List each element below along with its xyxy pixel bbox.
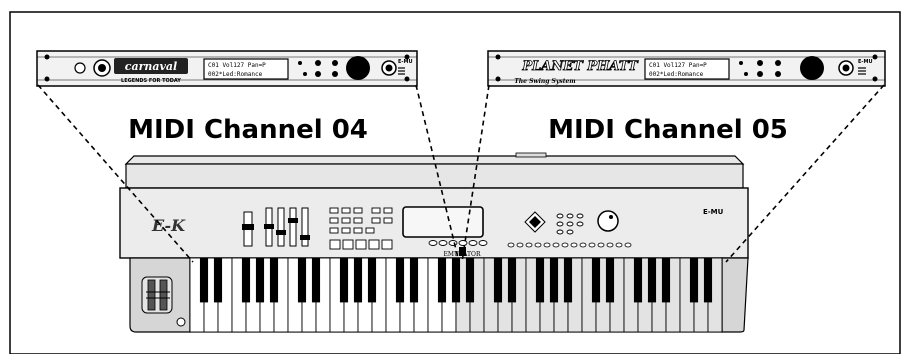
module-button-icon — [757, 60, 763, 66]
module-button-icon — [303, 72, 307, 76]
data-wheel-icon — [598, 211, 618, 231]
rack-screw-icon — [496, 55, 501, 60]
black-key — [550, 258, 558, 302]
left-display-line1: C01 Vol127 Pan=P — [208, 62, 266, 69]
black-key — [354, 258, 362, 302]
black-key — [270, 258, 278, 302]
left-rack-module: carnaval LEGENDS FOR TODAY C01 Vol127 Pa… — [37, 51, 417, 86]
black-key — [606, 258, 614, 302]
black-key — [662, 258, 670, 302]
black-key — [242, 258, 250, 302]
module-button-icon — [744, 72, 748, 76]
black-key — [438, 258, 446, 302]
module-button-icon — [775, 71, 781, 77]
black-key — [704, 258, 712, 302]
black-key — [410, 258, 418, 302]
module-button-icon — [332, 71, 338, 77]
power-led-icon — [177, 318, 185, 326]
rack-screw-icon — [45, 55, 50, 60]
channel-label-05: MIDI Channel 05 — [548, 115, 788, 145]
slider-handle-icon — [242, 224, 254, 230]
rack-screw-icon — [873, 77, 878, 82]
right-module-logo: PLANET PHATT — [521, 59, 639, 74]
black-key — [396, 258, 404, 302]
black-key — [536, 258, 544, 302]
black-key — [214, 258, 222, 302]
black-key — [368, 258, 376, 302]
black-key — [690, 258, 698, 302]
black-keys — [200, 258, 712, 302]
black-key — [494, 258, 502, 302]
black-key — [312, 258, 320, 302]
channel-label-04: MIDI Channel 04 — [128, 115, 368, 145]
black-key — [508, 258, 516, 302]
black-key — [452, 258, 460, 302]
rack-screw-icon — [45, 77, 50, 82]
data-entry-knob-icon — [800, 56, 824, 80]
mod-wheel-icon — [160, 280, 167, 310]
black-key — [200, 258, 208, 302]
left-display-line2: 002*Led:Romance — [208, 71, 263, 78]
black-key — [634, 258, 642, 302]
black-key — [340, 258, 348, 302]
keyboard-controller: E-K E-MU EMULATOR — [120, 153, 748, 332]
module-button-icon — [315, 60, 321, 66]
data-entry-knob-icon — [346, 56, 370, 80]
rack-screw-icon — [405, 77, 410, 82]
left-module-logo: carnaval — [125, 60, 177, 73]
right-module-badge: E-MU — [858, 59, 873, 65]
module-button-icon — [298, 61, 302, 65]
module-button-icon — [757, 71, 763, 77]
right-display-line1: C01 Vol127 Pan=P — [649, 62, 707, 69]
keyboard-lcd-display — [403, 207, 483, 237]
left-module-badge: E-MU — [398, 59, 413, 65]
module-button-icon — [739, 61, 743, 65]
black-key — [466, 258, 474, 302]
module-button-icon — [315, 71, 321, 77]
pitch-wheel-icon — [148, 280, 155, 310]
right-display-line2: 002*Led:Romance — [649, 71, 704, 78]
module-button-icon — [332, 60, 338, 66]
keyboard-right-cheek — [722, 258, 748, 332]
left-module-logo-sub: LEGENDS FOR TODAY — [121, 78, 181, 84]
rack-screw-icon — [496, 77, 501, 82]
black-key — [564, 258, 572, 302]
right-module-logo-sub: The Swing System — [514, 78, 575, 85]
keyboard-model-badge: E-MU — [703, 208, 724, 216]
black-key — [648, 258, 656, 302]
rack-screw-icon — [873, 55, 878, 60]
black-key — [592, 258, 600, 302]
black-key — [298, 258, 306, 302]
keyboard-brand-logo: E-K — [151, 216, 186, 235]
black-key — [256, 258, 264, 302]
module-button-icon — [775, 60, 781, 66]
channel-05-right-line — [726, 85, 884, 262]
power-button-icon — [75, 63, 85, 73]
right-rack-module: PLANET PHATT The Swing System C01 Vol127… — [488, 51, 885, 86]
